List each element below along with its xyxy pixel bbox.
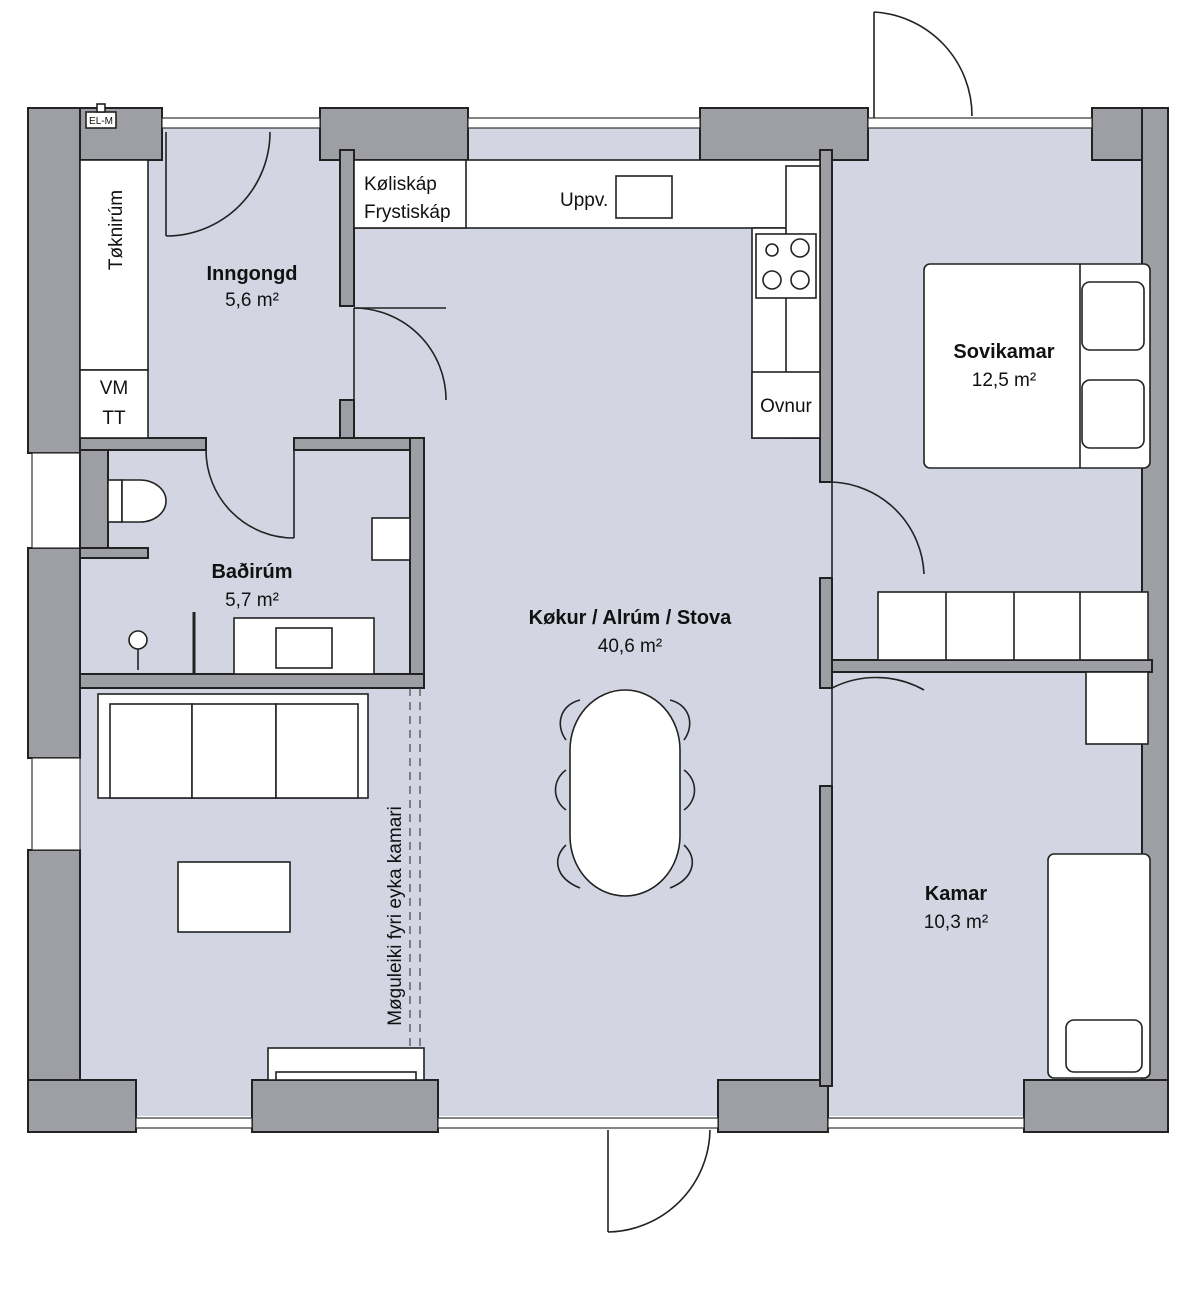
kitchen-fixtures: [353, 159, 821, 439]
hob-ring: [762, 270, 782, 290]
technical-room-box: [79, 159, 149, 371]
chair: [669, 699, 691, 741]
wardrobe: [877, 591, 1149, 661]
oven-box: [751, 371, 821, 439]
pillow: [1065, 1019, 1143, 1073]
room-area-bedroom: 12,5 m²: [972, 370, 1036, 391]
pillow: [1081, 379, 1145, 449]
fridge-freezer-box: [353, 159, 467, 229]
room-area-bathroom: 5,7 m²: [225, 590, 279, 611]
interior-walls: [79, 149, 1153, 1087]
bedroom-furniture: [877, 263, 1151, 661]
hob-ring: [790, 238, 810, 258]
washing-machine-label: VM: [100, 378, 129, 399]
toilet-tank: [107, 479, 123, 523]
room-area-living: 40,6 m²: [598, 636, 662, 657]
chair: [554, 769, 567, 811]
doors: [165, 11, 973, 1233]
fixture-labels: Tøknirúm VM TT Køliskáp Frystiskáp Uppv.…: [89, 116, 812, 1026]
bathroom-fixtures: [107, 479, 411, 675]
room-furniture: [1047, 671, 1151, 1079]
bathroom-sink: [275, 627, 333, 669]
room-labels: Inngongd 5,6 m² Baðirúm 5,7 m² Køkur / A…: [206, 263, 1054, 933]
room-area-entrance: 5,6 m²: [225, 290, 279, 311]
hob-ring: [765, 243, 779, 257]
freezer-label: Frystiskáp: [364, 202, 451, 223]
room-name-living: Køkur / Alrúm / Stova: [529, 607, 733, 629]
room-name-entrance: Inngongd: [206, 263, 297, 285]
dishwasher-label: Uppv.: [560, 190, 608, 211]
fridge-label: Køliskáp: [364, 174, 437, 195]
technical-room-label: Tøknirúm: [106, 190, 127, 270]
chair: [669, 844, 693, 889]
room-name-bedroom: Sovikamar: [953, 341, 1054, 363]
living-furniture: [97, 688, 425, 1081]
bathroom-cabinet: [371, 517, 411, 561]
coffee-table: [177, 861, 291, 933]
room-name-room: Kamar: [925, 883, 987, 905]
toilet-bowl: [121, 479, 167, 523]
chair: [559, 699, 581, 741]
chair: [683, 769, 696, 811]
pillow: [1081, 281, 1145, 351]
dishwasher-box: [615, 175, 673, 219]
extra-room-option-label: Møguleiki fyri eyka kamari: [385, 806, 406, 1026]
dryer-label: TT: [102, 408, 126, 429]
dining-table-set: [554, 689, 696, 897]
entrance-fixtures: [79, 103, 149, 439]
electric-meter-label: EL-M: [89, 116, 113, 127]
chair: [557, 844, 581, 889]
dining-table: [569, 689, 681, 897]
desk: [1085, 671, 1149, 745]
hob-ring: [790, 270, 810, 290]
shower-drain: [128, 630, 148, 650]
washer-dryer-box: [79, 369, 149, 439]
outer-walls: [27, 107, 1169, 1133]
room-name-bathroom: Baðirúm: [211, 561, 292, 583]
oven-label: Ovnur: [760, 396, 812, 417]
room-area-room: 10,3 m²: [924, 912, 988, 933]
windows: [31, 117, 1093, 1129]
